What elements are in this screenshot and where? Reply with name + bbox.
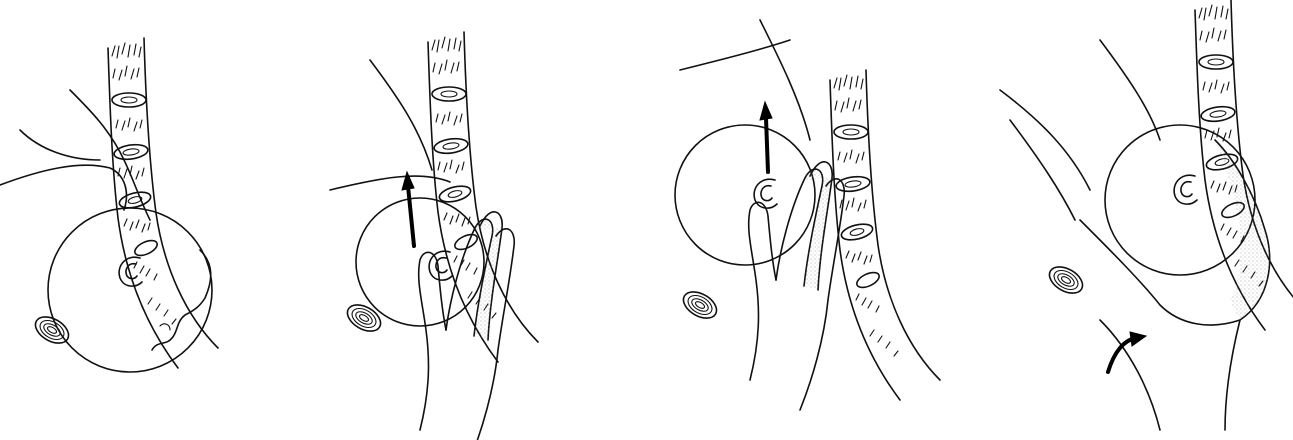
panel-4 (1000, 0, 1293, 430)
panel-1 (0, 38, 218, 372)
maternal-outline (0, 165, 126, 210)
fetal-head (675, 125, 815, 265)
spine (830, 70, 940, 400)
ear (429, 251, 452, 280)
upward-arrow (408, 186, 414, 246)
hand (419, 212, 515, 440)
panel-2 (330, 32, 538, 440)
fetal-head (48, 208, 212, 372)
fetal-head (1105, 125, 1255, 275)
pubic-symphysis (1045, 261, 1087, 298)
ear (1174, 175, 1197, 204)
face (152, 250, 211, 350)
upward-arrow (766, 118, 768, 172)
panel-3 (675, 20, 940, 410)
ear (754, 179, 777, 208)
pubic-symphysis (343, 299, 385, 336)
ear (119, 257, 142, 286)
spine (108, 38, 218, 368)
pubic-symphysis (679, 286, 721, 323)
